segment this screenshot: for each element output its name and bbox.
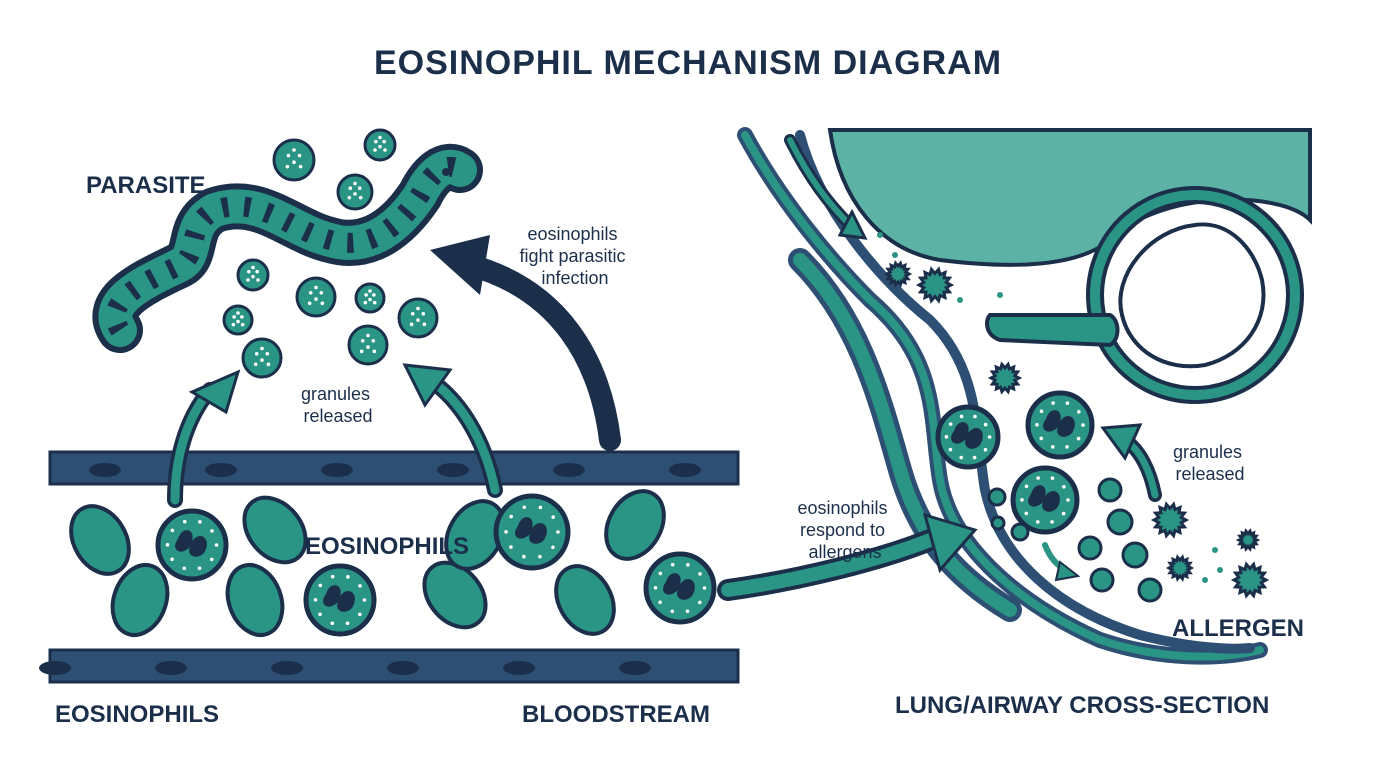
- granule: [1106, 508, 1134, 536]
- allergen-speck: [957, 297, 963, 303]
- eosinophil: [303, 563, 377, 637]
- vessel-wall-top: [48, 450, 740, 486]
- allergen-speck: [1202, 577, 1208, 583]
- granule: [397, 297, 439, 339]
- granule-arrow-left-2: [425, 375, 500, 495]
- granule: [272, 138, 316, 182]
- granule: [1089, 567, 1115, 593]
- allergen-speck: [997, 292, 1003, 298]
- eosinophils-bottom-label: EOSINOPHILS: [55, 701, 219, 728]
- lung-section-label: LUNG/AIRWAY CROSS-SECTION: [895, 692, 1269, 719]
- allergen-speck: [892, 252, 898, 258]
- allergen-speck: [1017, 322, 1023, 328]
- granule: [241, 337, 283, 379]
- red-blood-cell: [225, 563, 285, 637]
- endothelial-cells: [39, 463, 701, 675]
- bloodstream-label: BLOODSTREAM: [522, 701, 710, 728]
- bronchiole: [985, 313, 1120, 348]
- granule: [1077, 535, 1103, 561]
- respond-arrow: [721, 533, 937, 597]
- bronchus-lumen: [1118, 222, 1266, 369]
- eosinophil: [155, 508, 229, 582]
- granules-left-annotation: granules released: [301, 384, 375, 426]
- red-blood-cell: [422, 560, 488, 630]
- alveolar-tissue: [827, 128, 1312, 267]
- allergen-particle: [1165, 554, 1195, 582]
- granule: [990, 515, 1006, 531]
- eosinophils-center-label: EOSINOPHILS: [305, 533, 469, 560]
- granule: [987, 487, 1007, 507]
- allergen-particle: [915, 266, 955, 304]
- red-blood-cell: [110, 563, 170, 637]
- granule: [354, 282, 386, 314]
- endothelial-nucleus: [271, 661, 303, 675]
- red-blood-cell: [554, 564, 616, 636]
- red-blood-cell: [69, 504, 131, 576]
- eosinophil: [643, 551, 717, 625]
- parasite-worm: [92, 143, 483, 353]
- eosinophil: [1025, 390, 1095, 460]
- eosinophil: [493, 493, 571, 571]
- allergen-particle: [1150, 501, 1190, 539]
- allergen-label: ALLERGEN: [1172, 615, 1304, 642]
- endothelial-nucleus: [619, 661, 651, 675]
- blood-cells: [69, 489, 666, 637]
- granule: [363, 128, 397, 162]
- allergen-particle: [987, 361, 1023, 395]
- allergen-speck: [1212, 547, 1218, 553]
- granule: [1010, 522, 1030, 542]
- granule: [1137, 577, 1163, 603]
- lung-section: [737, 127, 1312, 665]
- airway-wall-inner: [795, 130, 1255, 654]
- endothelial-nucleus: [39, 661, 71, 675]
- endothelial-nucleus: [437, 463, 469, 477]
- allergen-speck: [1217, 567, 1223, 573]
- endothelial-nucleus: [321, 463, 353, 477]
- granule: [295, 276, 337, 318]
- granule: [236, 258, 270, 292]
- eosinophil: [1010, 465, 1080, 535]
- endothelial-nucleus: [155, 661, 187, 675]
- allergen-particle: [1230, 561, 1270, 599]
- arrows: [167, 235, 1162, 601]
- eosinophil: [935, 404, 1001, 470]
- respond-annotation: eosinophils respond to allergens: [797, 498, 892, 562]
- endothelial-nucleus: [205, 463, 237, 477]
- endothelial-nucleus: [669, 463, 701, 477]
- page-title: EOSINOPHIL MECHANISM DIAGRAM: [374, 44, 1002, 82]
- red-blood-cell: [604, 489, 666, 561]
- granule: [347, 324, 389, 366]
- granule: [1121, 541, 1149, 569]
- allergen-particles: [877, 232, 1270, 599]
- endothelial-nucleus: [503, 661, 535, 675]
- granule: [1097, 477, 1123, 503]
- allergen-particle: [883, 260, 913, 288]
- granules-right-annotation: granules released: [1173, 442, 1247, 484]
- eosinophil-cells: [155, 390, 1095, 637]
- granule: [336, 173, 374, 211]
- endothelial-nucleus: [387, 661, 419, 675]
- granules: [222, 128, 1163, 603]
- granule: [222, 304, 254, 336]
- allergen-speck: [877, 232, 883, 238]
- parasite-label: PARASITE: [86, 172, 206, 199]
- endothelial-nucleus: [553, 463, 585, 477]
- endothelial-nucleus: [89, 463, 121, 477]
- parasite-eye: [442, 168, 450, 176]
- fight-arrow: [459, 254, 621, 451]
- red-blood-cell: [242, 495, 308, 565]
- allergen-particle: [1235, 528, 1261, 552]
- inflow-arrow: [837, 208, 868, 240]
- fight-annotation: eosinophils fight parasitic infection: [519, 224, 630, 288]
